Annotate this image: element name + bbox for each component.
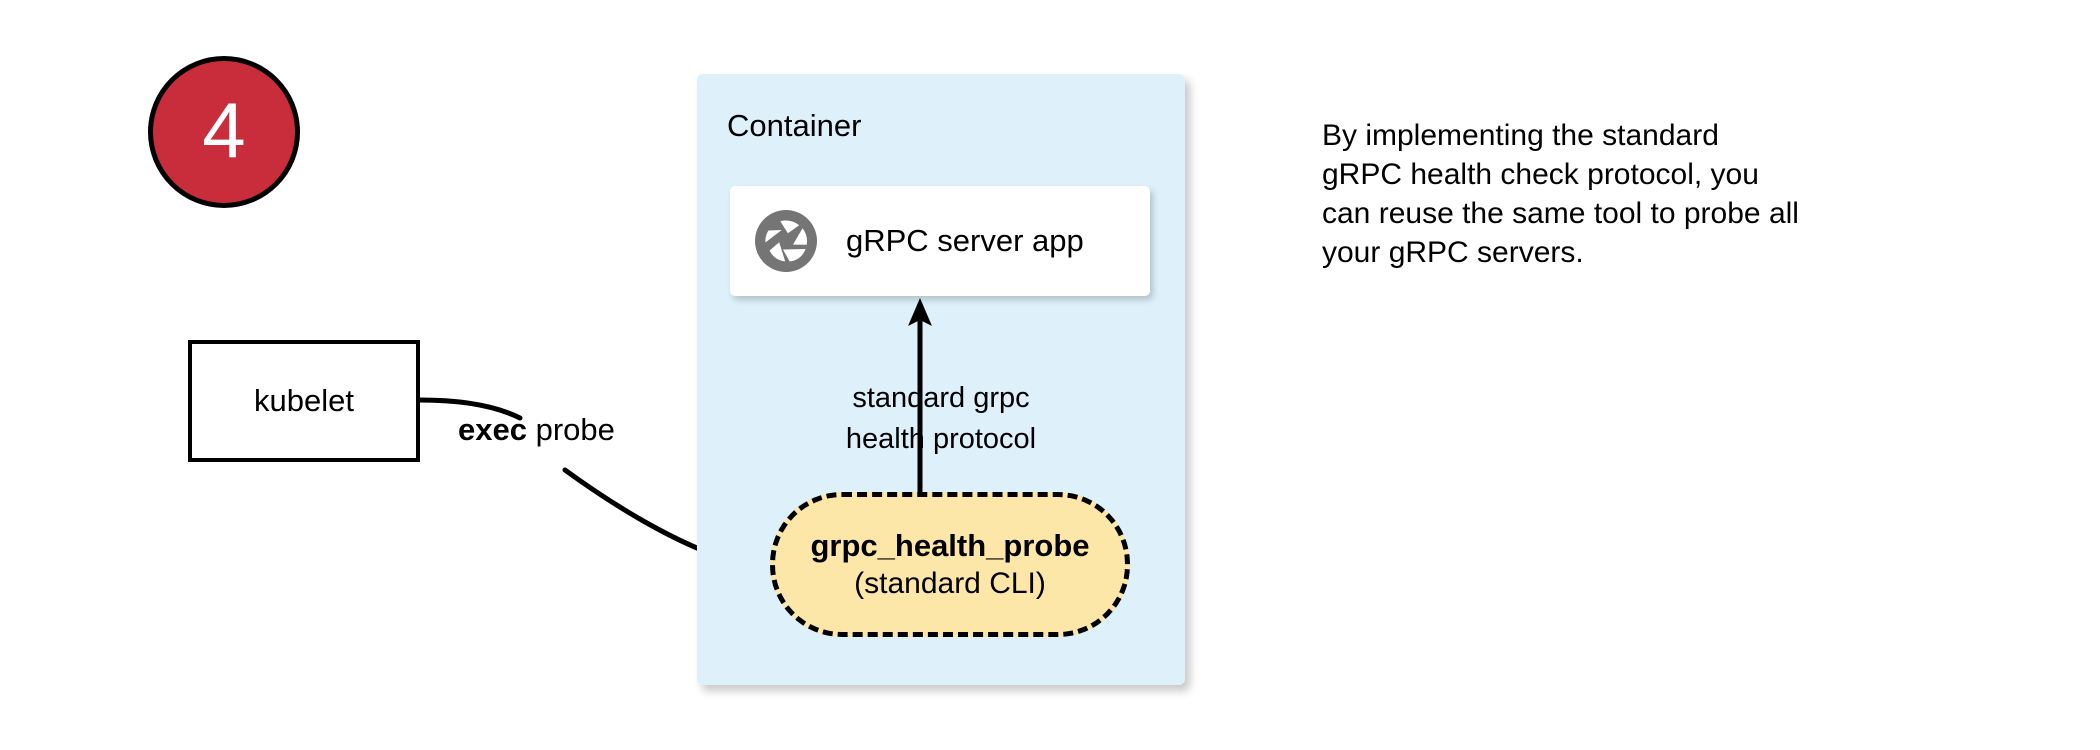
standard-grpc-health-protocol-arrow	[908, 298, 932, 494]
protocol-edge-label: standard grpc health protocol	[697, 378, 1185, 460]
step-number-badge: 4	[148, 56, 300, 208]
grpc-health-probe-subtitle: (standard CLI)	[854, 566, 1046, 600]
grpc-server-app-card: gRPC server app	[730, 186, 1150, 296]
grpc-server-app-label: gRPC server app	[846, 223, 1084, 258]
note-line-1: By implementing the standard	[1322, 119, 1719, 152]
exec-keyword: exec	[458, 412, 527, 447]
probe-word: probe	[526, 412, 615, 447]
step-number-label: 4	[202, 86, 246, 174]
kubelet-label: kubelet	[254, 383, 354, 418]
container-title: Container	[727, 108, 862, 143]
aperture-icon	[754, 209, 818, 273]
note-line-4: your gRPC servers.	[1322, 236, 1584, 269]
protocol-label-line-2: health protocol	[845, 423, 1037, 455]
protocol-label-line-1: standard grpc	[852, 382, 1030, 414]
note-line-3: can reuse the same tool to probe all	[1322, 197, 1799, 230]
grpc-health-probe-node: grpc_health_probe (standard CLI)	[770, 492, 1130, 637]
grpc-health-probe-title: grpc_health_probe	[810, 527, 1090, 563]
note-line-2: gRPC health check protocol, you	[1322, 158, 1759, 191]
explanatory-note: By implementing the standard gRPC health…	[1322, 116, 1922, 272]
exec-probe-edge-label: exec probe	[458, 412, 615, 448]
kubelet-node: kubelet	[188, 340, 420, 462]
